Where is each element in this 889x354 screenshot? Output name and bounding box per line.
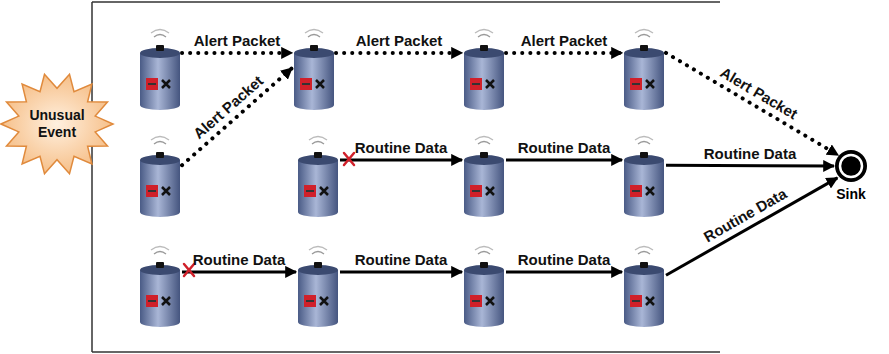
edge-label: Routine Data	[353, 250, 450, 267]
edge-label: Routine Data	[702, 144, 799, 161]
frame-line	[92, 1, 720, 3]
alert-link	[506, 51, 622, 55]
frame-line	[92, 351, 720, 353]
edge-label: Routine Data	[699, 184, 791, 246]
data-link	[340, 158, 462, 161]
data-link	[666, 178, 837, 275]
sensor-node	[622, 45, 666, 111]
sensor-icon	[138, 45, 182, 111]
sensor-node	[296, 152, 340, 218]
sensor-node	[622, 262, 666, 328]
sensor-node	[622, 152, 666, 218]
edge-label: Routine Data	[191, 250, 288, 267]
sensor-node	[462, 262, 506, 328]
sensor-node	[138, 45, 182, 111]
alert-link	[182, 51, 292, 55]
edge-label: Alert Packet	[354, 31, 445, 48]
data-link	[340, 270, 462, 273]
sensor-icon	[138, 152, 182, 218]
broken-link-mark	[184, 153, 354, 276]
sink-label: Sink	[836, 186, 866, 202]
sink-node: Sink	[834, 149, 868, 183]
sensor-node	[462, 45, 506, 111]
sensor-icon	[622, 152, 666, 218]
edge-label: Alert Packet	[715, 62, 802, 123]
sensor-icon	[292, 45, 336, 111]
sensor-icon	[462, 45, 506, 111]
sensor-icon	[622, 262, 666, 328]
event-label: Unusual Event	[26, 107, 88, 141]
sensor-icon	[296, 262, 340, 328]
alert-link	[336, 51, 462, 55]
event-burst: Unusual Event	[0, 72, 114, 176]
sink-symbol	[834, 149, 868, 183]
sensor-node	[462, 152, 506, 218]
sensor-icon	[462, 152, 506, 218]
data-link	[506, 270, 622, 273]
sensor-icon	[622, 45, 666, 111]
sensor-icon	[138, 262, 182, 328]
alert-link	[182, 68, 292, 165]
alert-link	[666, 53, 838, 155]
data-link	[666, 164, 834, 168]
sensor-node	[138, 152, 182, 218]
frame-line	[91, 2, 93, 352]
edge-label: Routine Data	[516, 250, 613, 267]
edge-label: Routine Data	[516, 138, 613, 155]
edge-label: Alert Packet	[519, 31, 610, 48]
sensor-icon	[462, 262, 506, 328]
sensor-icon	[296, 152, 340, 218]
sensor-node	[138, 262, 182, 328]
data-link	[506, 158, 622, 161]
data-link	[182, 270, 296, 273]
edge-label: Alert Packet	[192, 31, 283, 48]
edge-label: Routine Data	[353, 138, 450, 155]
sensor-node	[296, 262, 340, 328]
sensor-node	[292, 45, 336, 111]
edge-label: Alert Packet	[189, 71, 268, 144]
